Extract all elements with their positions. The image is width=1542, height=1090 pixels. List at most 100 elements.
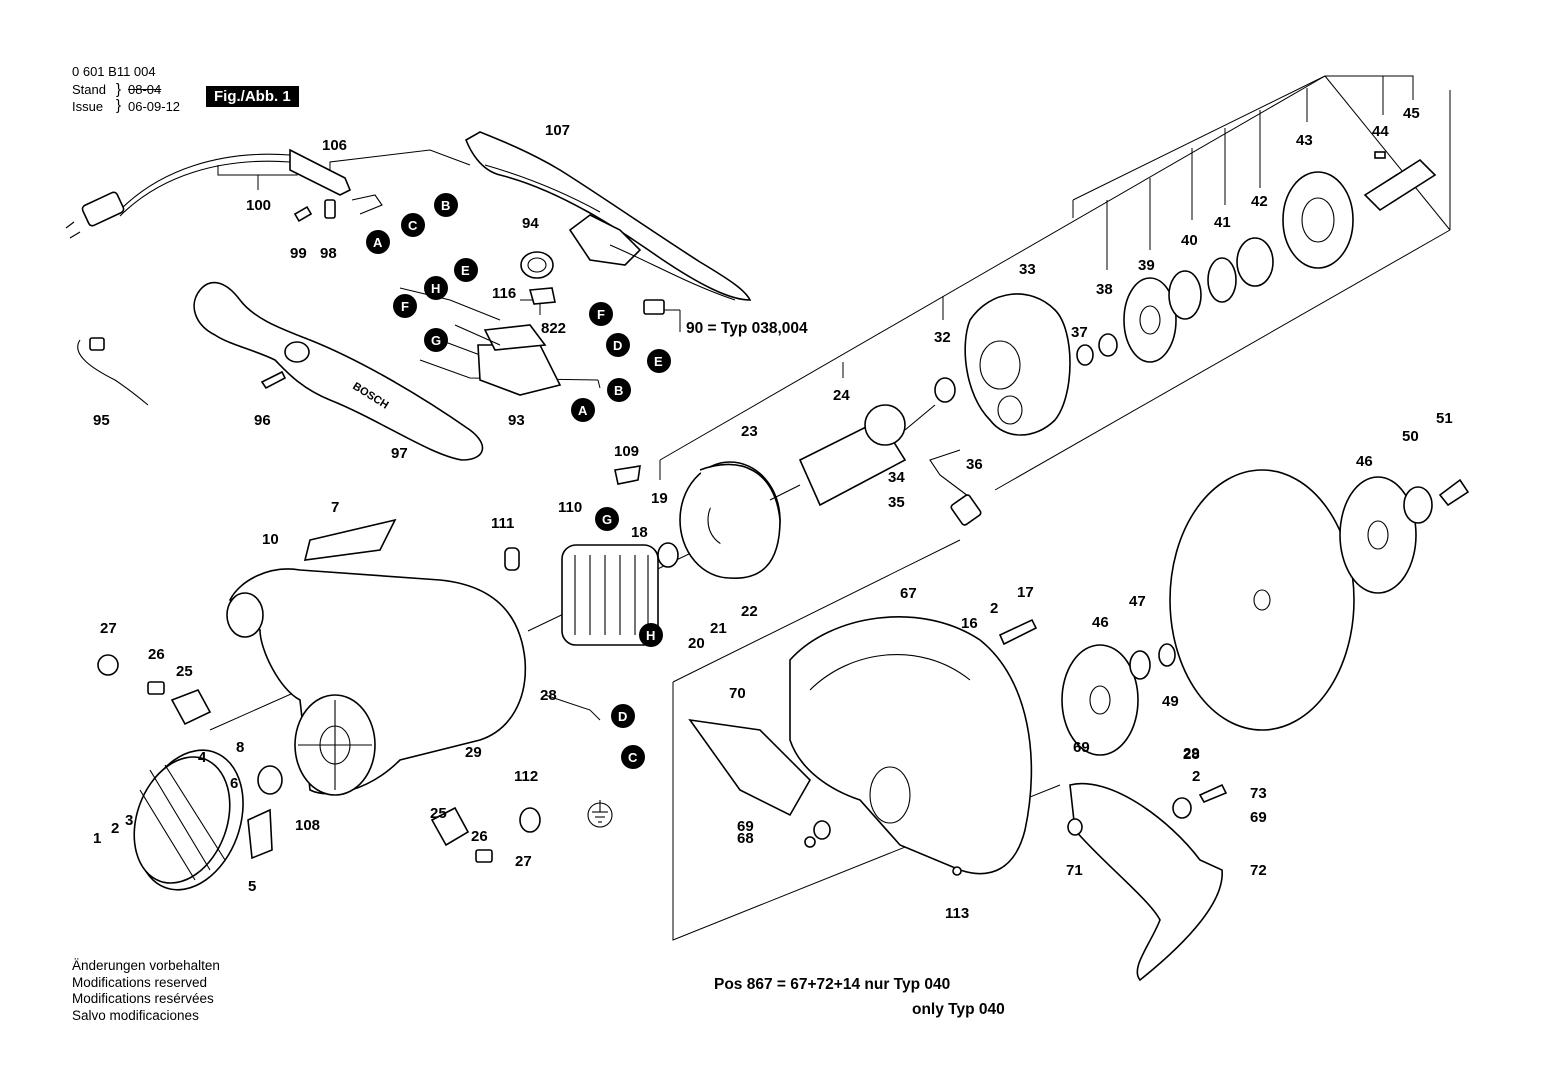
gear — [1123, 277, 1177, 363]
part-label: 41 — [1214, 214, 1231, 231]
washer — [1067, 818, 1083, 836]
brush-holder-left — [97, 654, 212, 726]
connector-g-badge: G — [595, 507, 619, 531]
power-cord — [65, 148, 352, 239]
svg-text:G: G — [602, 512, 612, 527]
label-plate — [303, 518, 397, 561]
fan-housing — [679, 461, 781, 579]
part-label: 19 — [651, 490, 668, 507]
part-label: 93 — [508, 412, 525, 429]
part-label: 26 — [148, 646, 165, 663]
part-labels: 1 2 2 2 3 4 5 6 7 8 10 16 17 18 19 20 21… — [93, 105, 1453, 922]
part-label: 67 — [900, 585, 917, 602]
part-label: 23 — [741, 423, 758, 440]
part-label: 42 — [1251, 193, 1268, 210]
part-label: 39 — [1138, 257, 1155, 274]
part-label: 36 — [966, 456, 983, 473]
part-label: 822 — [541, 320, 566, 337]
gear-cover — [1282, 171, 1354, 269]
svg-text:E: E — [461, 263, 470, 278]
connector-b-badge: B — [607, 378, 631, 402]
connector-e-badge: E — [454, 258, 478, 282]
part-label: 108 — [295, 817, 320, 834]
connector-a-badge: A — [366, 230, 390, 254]
washer — [1076, 344, 1094, 366]
motor-housing — [226, 568, 527, 796]
part-label: 97 — [391, 445, 408, 462]
part-label: 109 — [614, 443, 639, 460]
part-label: 17 — [1017, 584, 1034, 601]
cord-clamp — [293, 194, 383, 223]
key — [1374, 151, 1386, 159]
brace-icon: } — [116, 97, 122, 114]
part-label: 6 — [230, 775, 238, 792]
part-label: 112 — [514, 768, 538, 785]
part-label: 71 — [1066, 862, 1083, 879]
bearing — [934, 377, 956, 403]
handle-top — [464, 131, 752, 301]
stand-value: 08-04 — [128, 82, 162, 97]
part-label: 37 — [1071, 324, 1088, 341]
part-label: 20 — [688, 635, 705, 652]
flange — [1061, 644, 1139, 756]
part-label: 44 — [1372, 123, 1389, 140]
svg-text:F: F — [401, 299, 409, 314]
typ-note: 90 = Typ 038,004 — [686, 320, 808, 337]
connector-f-badge: F — [393, 294, 417, 318]
part-label: 5 — [248, 878, 256, 895]
footer-line: Modifications resérvées — [72, 991, 214, 1006]
washer — [1403, 486, 1433, 524]
bearing — [1236, 237, 1274, 287]
footer-line: Modifications reserved — [72, 974, 208, 990]
flange — [1339, 476, 1417, 594]
part-label: 22 — [741, 603, 758, 620]
part-label: 25 — [176, 663, 193, 680]
spindle — [1363, 158, 1437, 212]
connector-a-badge: A — [571, 398, 595, 422]
svg-text:A: A — [373, 235, 383, 250]
gear-housing — [964, 293, 1071, 436]
svg-text:E: E — [654, 354, 663, 369]
svg-text:B: B — [441, 198, 450, 213]
pos-note: Pos 867 = 67+72+14 nur Typ 040 — [714, 976, 951, 993]
terminal-block — [528, 287, 665, 315]
switch-unit — [454, 324, 562, 396]
part-label: 113 — [945, 905, 969, 922]
connector-d-badge: D — [606, 333, 630, 357]
blade-guard-upper — [789, 616, 1033, 875]
part-label: 25 — [430, 805, 447, 822]
part-label: 49 — [1162, 693, 1179, 710]
part-label: 27 — [515, 853, 532, 870]
part-label: 46 — [1092, 614, 1109, 631]
blade-guard-lower — [1069, 782, 1223, 982]
bearing — [1168, 270, 1202, 320]
svg-text:H: H — [646, 628, 655, 643]
part-label: 70 — [729, 685, 746, 702]
part-label: 2 — [111, 820, 119, 837]
part-label: 50 — [1402, 428, 1419, 445]
connector-h-badge: H — [424, 276, 448, 300]
bushing-ring — [520, 251, 554, 279]
part-label: 111 — [491, 515, 514, 532]
part-label: 2 — [1192, 768, 1200, 785]
part-label: 46 — [1356, 453, 1373, 470]
issue-label: Issue — [72, 99, 104, 114]
part-label: 16 — [961, 615, 978, 632]
svg-text:B: B — [614, 383, 623, 398]
screw — [1198, 783, 1228, 804]
cable-tie — [77, 339, 149, 406]
svg-text:H: H — [431, 281, 440, 296]
figure-label: Fig./Abb. 1 — [206, 86, 299, 107]
svg-text:D: D — [618, 709, 627, 724]
connector-f-badge: F — [589, 302, 613, 326]
part-label: 96 — [254, 412, 271, 429]
part-label: 29 — [1183, 745, 1200, 762]
fan-cover — [133, 749, 244, 891]
ring — [257, 765, 283, 795]
footer-notes: Änderungen vorbehalten Modifications res… — [72, 958, 220, 1024]
connector-c-badge: C — [401, 213, 425, 237]
doc-number: 0 601 B11 004 — [72, 64, 156, 79]
part-label: 27 — [100, 620, 117, 637]
part-label: 2 — [990, 600, 998, 617]
